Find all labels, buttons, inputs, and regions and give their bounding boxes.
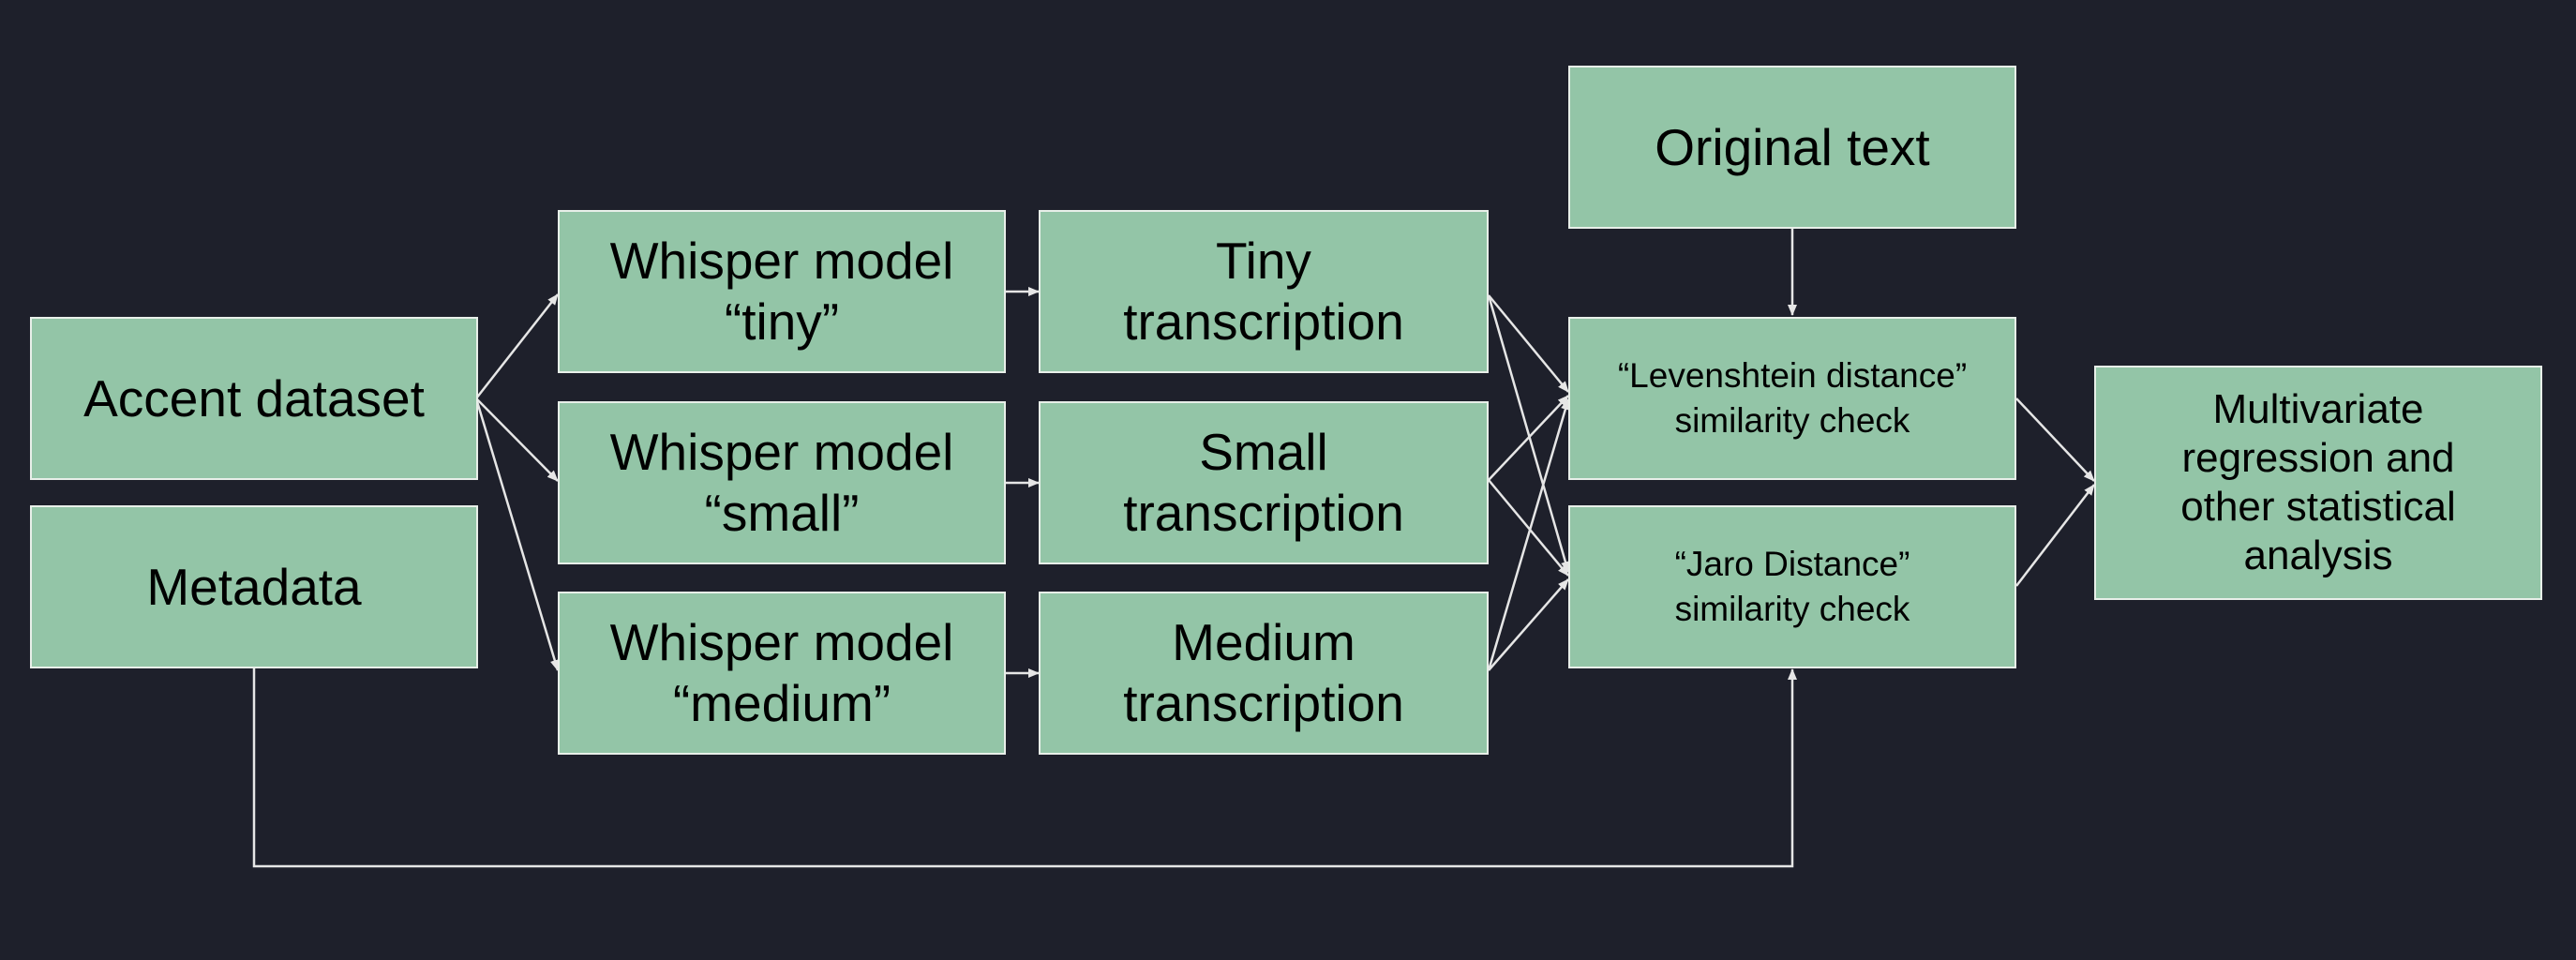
edge-medium-transcription-to-levenshtein	[1487, 398, 1570, 671]
node-label: Small transcription	[1123, 423, 1404, 542]
node-whisper-model-small: Whisper model “small”	[558, 401, 1006, 564]
node-whisper-model-medium: Whisper model “medium”	[558, 592, 1006, 755]
node-label: Multivariate regression and other statis…	[2180, 386, 2456, 578]
node-label: Accent dataset	[83, 368, 425, 428]
edge-accent-to-tiny-model	[475, 293, 559, 399]
node-medium-transcription: Medium transcription	[1039, 592, 1489, 755]
node-accent-dataset: Accent dataset	[30, 317, 478, 480]
node-label: Original text	[1655, 117, 1930, 176]
edge-accent-to-small-model	[475, 398, 559, 482]
edge-jaro-to-analysis	[2015, 484, 2095, 587]
edge-metadata-to-jaro	[252, 668, 1797, 868]
edge-medium-transcription-to-jaro	[1488, 578, 1569, 671]
edge-small-transcription-to-jaro	[1488, 479, 1569, 577]
node-label: Whisper model “medium”	[609, 613, 954, 732]
node-jaro-similarity-check: “Jaro Distance” similarity check	[1568, 505, 2016, 668]
node-levenshtein-similarity-check: “Levenshtein distance” similarity check	[1568, 317, 2016, 480]
edge-tiny-transcription-to-levenshtein	[1488, 294, 1569, 393]
node-original-text: Original text	[1568, 66, 2016, 229]
node-whisper-model-tiny: Whisper model “tiny”	[558, 210, 1006, 373]
node-tiny-transcription: Tiny transcription	[1039, 210, 1489, 373]
node-small-transcription: Small transcription	[1039, 401, 1489, 564]
node-multivariate-analysis: Multivariate regression and other statis…	[2094, 366, 2542, 600]
node-metadata: Metadata	[30, 505, 478, 668]
node-label: Whisper model “tiny”	[609, 232, 954, 351]
edge-levenshtein-to-analysis	[2015, 398, 2095, 482]
edge-small-transcription-to-levenshtein	[1488, 395, 1569, 481]
edge-accent-to-medium-model	[474, 398, 560, 671]
node-label: “Jaro Distance” similarity check	[1674, 544, 1910, 628]
node-label: “Levenshtein distance” similarity check	[1617, 355, 1968, 440]
node-label: Metadata	[146, 557, 362, 616]
node-label: Medium transcription	[1123, 613, 1404, 732]
node-label: Tiny transcription	[1123, 232, 1404, 351]
node-label: Whisper model “small”	[609, 423, 954, 542]
edge-tiny-transcription-to-jaro	[1487, 294, 1570, 573]
